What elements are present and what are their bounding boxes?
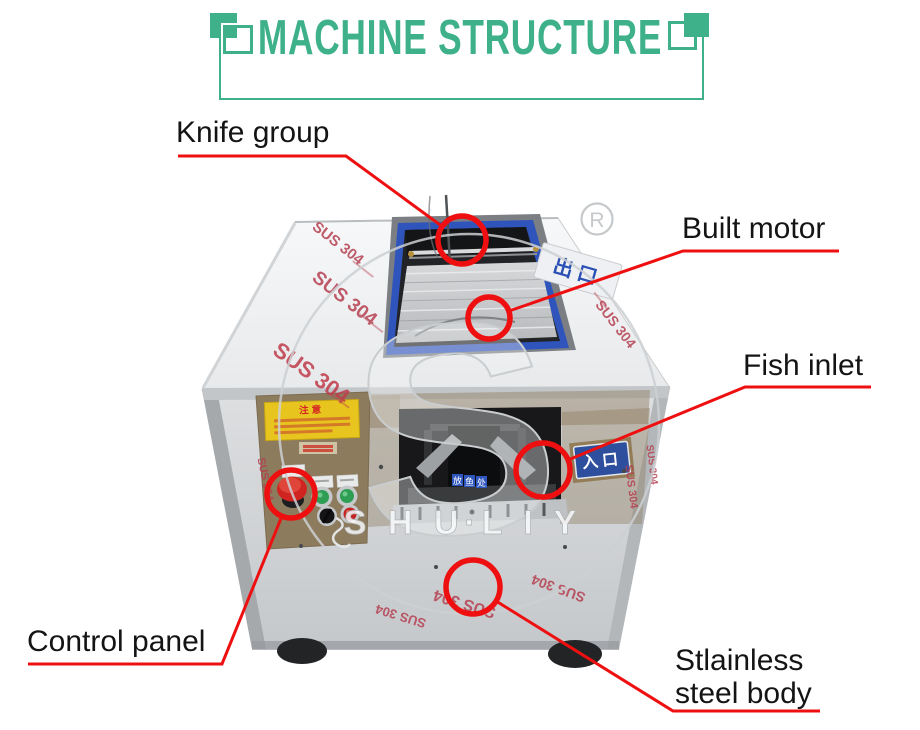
- label-fish-inlet: Fish inlet: [743, 349, 864, 382]
- label-steel-body-line2: steel body: [675, 677, 812, 710]
- sill-bolt: [469, 509, 475, 515]
- green-button-2-plate: [336, 474, 359, 488]
- knife-shaft-shadow: [408, 253, 538, 259]
- fish-place-label: 放 鱼 处: [452, 474, 487, 489]
- annotation-line-control-panel: [28, 515, 284, 666]
- annotation-circle-built-motor: [465, 294, 513, 342]
- page-title: MACHINE STRUCTURE: [257, 11, 663, 65]
- brand-watermark-group: S S H U·L I Y R: [277, 202, 661, 616]
- s-hook: [331, 516, 352, 549]
- guide-plate-left: [416, 434, 462, 478]
- key-switch: [317, 506, 337, 526]
- sensor-wire: [444, 194, 452, 264]
- film-text-5: SUS 304: [622, 464, 639, 510]
- machine-left-edge: [202, 390, 266, 649]
- annotation-circle-steel-body: [443, 557, 503, 617]
- inlet-sign-text: 入口: [581, 449, 623, 472]
- registered-mark-letter: R: [589, 209, 604, 232]
- inlet-sill: [392, 499, 568, 524]
- annotation-circle-knife-group: [435, 213, 489, 267]
- header-bracket-line: [219, 37, 704, 100]
- front-opening-shelf: [408, 484, 556, 504]
- thin-wire: [428, 195, 439, 259]
- machine-right-edge: [607, 388, 670, 649]
- screw-dots: [299, 464, 627, 569]
- annotation-line-knife-group: [178, 154, 444, 229]
- top-left-edge-trim: [201, 222, 297, 389]
- warning-sticker-title: 注意: [299, 404, 324, 417]
- red-button: [340, 504, 360, 524]
- roller-texture: [396, 269, 557, 337]
- annotation-line-steel-body: [495, 599, 820, 713]
- annotation-circle-control-panel: [264, 467, 318, 521]
- machine-foot-left: [277, 638, 327, 664]
- guide-plate-right: [490, 436, 536, 480]
- fish-place-char-2: 鱼: [465, 476, 474, 488]
- fish-place-char-3: 处: [477, 477, 486, 489]
- label-steel-body: Stlainless steel body: [675, 644, 812, 710]
- watermark-logo-letter: S: [338, 251, 572, 606]
- annotation-line-built-motor: [508, 249, 839, 313]
- annotation-circle-fish-inlet: [513, 440, 573, 500]
- green-button-2: [336, 485, 358, 507]
- label-built-motor: Built motor: [682, 212, 826, 245]
- machine-foot-right: [548, 640, 602, 668]
- label-control-panel: Control panel: [27, 625, 206, 658]
- cardboard-band-left: [368, 395, 400, 527]
- small-red-label: [299, 442, 337, 454]
- sill-slots: [400, 503, 546, 520]
- front-bottom-shadow: [252, 641, 619, 650]
- callout-lines: [28, 154, 871, 713]
- annotation-line-fish-inlet: [567, 385, 871, 462]
- registered-mark: R: [580, 202, 614, 236]
- knife-shaft: [408, 247, 537, 255]
- label-knife-group: Knife group: [176, 116, 330, 149]
- label-steel-body-line1: Stlainless: [675, 644, 804, 677]
- deco-square-filled-right-icon: [684, 13, 709, 37]
- warning-sticker: 注意: [263, 398, 361, 442]
- callout-circles: [264, 213, 573, 617]
- brand-watermark-text: S H U·L I Y: [344, 504, 583, 542]
- emergency-stop-button: [277, 476, 307, 508]
- deco-square-outline-left-icon: [223, 25, 253, 54]
- shaft-fitting-left: [408, 251, 414, 257]
- fish-place-char-1: 放: [453, 475, 462, 487]
